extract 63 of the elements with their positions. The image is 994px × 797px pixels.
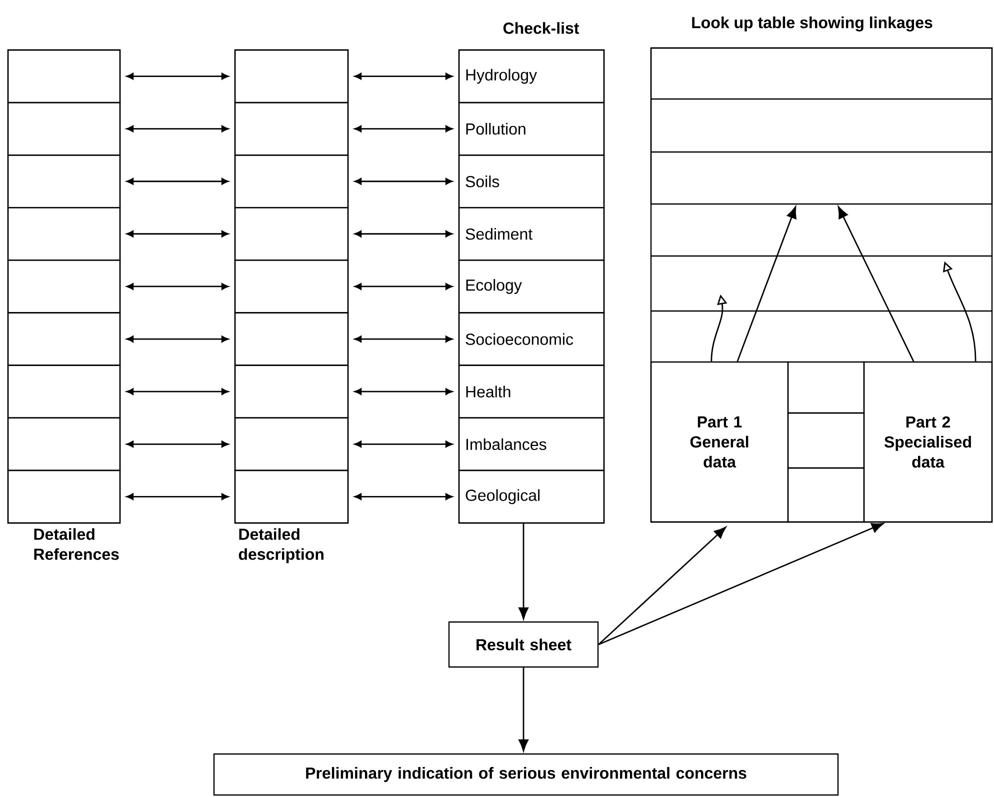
- table-cell: [7, 260, 121, 314]
- conclusion-box: Preliminary indication of serious environmental concerns: [213, 753, 839, 796]
- arrow: [354, 125, 453, 132]
- column-caption: Detailed description: [238, 528, 324, 564]
- table-cell: [234, 364, 349, 418]
- arrow: [354, 440, 453, 448]
- arrow: [126, 125, 229, 132]
- table-cell: [787, 467, 865, 523]
- table-cell: [7, 49, 121, 104]
- table-cell: [234, 206, 349, 261]
- checklist-cell: Socioeconomic: [458, 312, 605, 366]
- table-cell: [234, 417, 349, 472]
- arrow: [126, 440, 229, 448]
- table-cell: [7, 470, 121, 524]
- arrow: [354, 283, 453, 290]
- table-cell: [7, 312, 121, 366]
- table-cell: [234, 102, 349, 156]
- table-cell: [7, 417, 121, 472]
- table-cell: [234, 154, 349, 208]
- table-cell: [234, 312, 349, 366]
- arrow: [598, 522, 884, 646]
- checklist-cell: Imbalances: [458, 417, 605, 472]
- arrow: [354, 178, 453, 185]
- arrow: [126, 178, 229, 185]
- data-cell: Part 1 General data: [650, 361, 789, 523]
- checklist-cell: Pollution: [458, 102, 605, 156]
- arrow: [126, 388, 229, 395]
- table-cell: [787, 412, 865, 469]
- arrow: [354, 230, 453, 238]
- table-cell: [7, 364, 121, 418]
- arrow: [838, 206, 914, 362]
- arrow: [354, 336, 453, 342]
- checklist-cell: Health: [458, 364, 605, 418]
- table-heading: Check-list: [503, 22, 580, 34]
- table-cell: [234, 260, 349, 314]
- checklist-cell: Geological: [458, 470, 605, 524]
- checklist-cell: Soils: [458, 154, 605, 208]
- arrow: [354, 388, 453, 395]
- result-box: Result sheet: [448, 621, 599, 668]
- table-cell: [234, 49, 349, 104]
- table-cell: [7, 102, 121, 156]
- table-heading: Look up table showing linkages: [692, 16, 932, 32]
- column-caption: Detailed References: [34, 528, 119, 560]
- arrow: [354, 493, 453, 500]
- arrow: [126, 230, 229, 238]
- table-cell: [234, 470, 349, 524]
- arrow: [126, 336, 229, 342]
- table-cell: [7, 154, 121, 208]
- data-cell: Part 2 Specialised data: [863, 361, 993, 523]
- table-cell: [7, 206, 121, 261]
- arrow: [518, 668, 528, 752]
- arrow: [598, 526, 726, 645]
- arrow: [736, 206, 796, 362]
- checklist-cell: Ecology: [458, 260, 605, 314]
- arrow: [126, 72, 229, 80]
- arrow: [126, 493, 229, 500]
- table-cell: [787, 361, 865, 414]
- checklist-cell: Sediment: [458, 206, 605, 261]
- arrow: [518, 524, 528, 620]
- lookup-rows: [650, 47, 993, 205]
- checklist-cell: Hydrology: [458, 49, 605, 104]
- arrow: [126, 283, 229, 290]
- arrow: [354, 72, 453, 80]
